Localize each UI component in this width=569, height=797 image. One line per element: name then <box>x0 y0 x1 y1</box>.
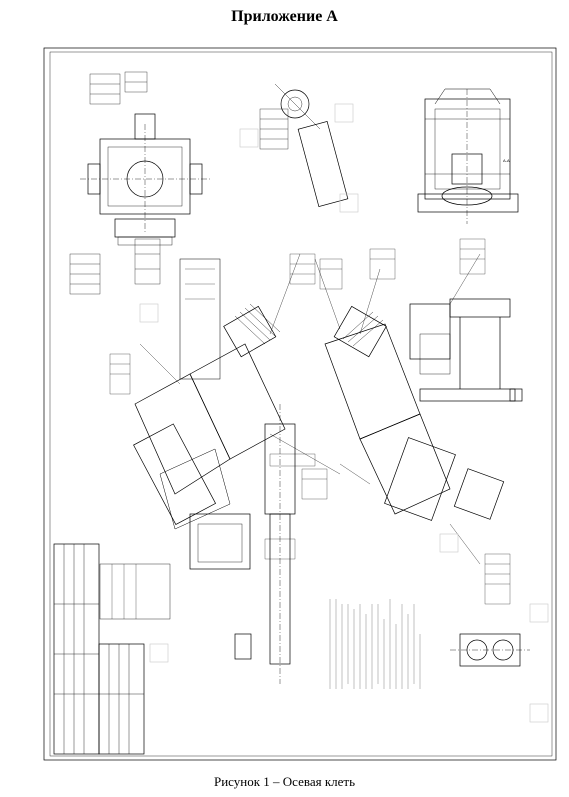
dimension-tables-top <box>69 71 289 295</box>
section-label: А-А <box>503 158 510 163</box>
dimension-tables-middle <box>109 238 511 605</box>
section-view-a-a <box>417 88 519 224</box>
figure-caption: Рисунок 1 – Осевая клеть <box>213 774 356 789</box>
right-hydraulic-cylinder <box>409 298 523 402</box>
detail-view-bottom-right <box>450 633 530 667</box>
engineering-drawing-sheet: А-А <box>40 44 560 764</box>
watermark-stamps <box>139 103 549 723</box>
appendix-heading: Приложение А <box>231 8 338 25</box>
right-roll-assembly <box>324 305 505 521</box>
title-block <box>53 543 171 755</box>
assembly-drawing: А-А <box>43 47 557 761</box>
left-roll-assembly <box>133 303 286 530</box>
central-frame <box>179 258 296 684</box>
technical-notes <box>329 599 421 689</box>
leader-lines <box>139 253 481 565</box>
detail-view-top-left <box>80 113 210 246</box>
drawing-frame <box>43 47 557 761</box>
detail-view-top-center <box>274 83 349 207</box>
